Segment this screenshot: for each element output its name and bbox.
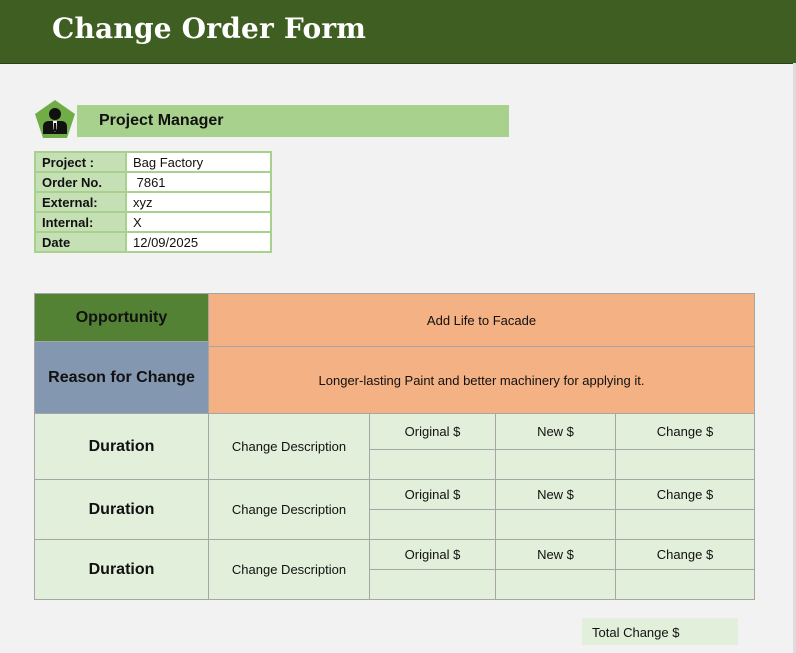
total-change-box[interactable]: Total Change $ bbox=[582, 618, 738, 645]
order-no-value[interactable]: 7861 bbox=[125, 171, 272, 193]
internal-value[interactable]: X bbox=[125, 211, 272, 233]
new-header-1: New $ bbox=[495, 413, 616, 450]
project-info-table: Project : Bag Factory Order No. 7861 Ext… bbox=[34, 151, 272, 253]
reason-value[interactable]: Longer-lasting Paint and better machiner… bbox=[208, 346, 755, 414]
duration-label-2: Duration bbox=[34, 479, 209, 540]
new-header-2: New $ bbox=[495, 479, 616, 510]
info-row-internal: Internal: X bbox=[34, 211, 272, 233]
info-row-date: Date 12/09/2025 bbox=[34, 231, 272, 253]
original-header-2: Original $ bbox=[369, 479, 496, 510]
total-change-label: Total Change $ bbox=[592, 625, 680, 640]
original-header-1: Original $ bbox=[369, 413, 496, 450]
change-value-2[interactable] bbox=[615, 509, 755, 540]
original-value-1[interactable] bbox=[369, 449, 496, 480]
original-value-2[interactable] bbox=[369, 509, 496, 540]
date-value[interactable]: 12/09/2025 bbox=[125, 231, 272, 253]
change-value-3[interactable] bbox=[615, 569, 755, 600]
order-no-label: Order No. bbox=[34, 171, 127, 193]
internal-label: Internal: bbox=[34, 211, 127, 233]
original-header-3: Original $ bbox=[369, 539, 496, 570]
new-value-3[interactable] bbox=[495, 569, 616, 600]
change-description-1[interactable]: Change Description bbox=[208, 413, 370, 480]
opportunity-label: Opportunity bbox=[34, 293, 209, 342]
info-row-order: Order No. 7861 bbox=[34, 171, 272, 193]
opportunity-value[interactable]: Add Life to Facade bbox=[208, 293, 755, 347]
external-value[interactable]: xyz bbox=[125, 191, 272, 213]
date-label: Date bbox=[34, 231, 127, 253]
project-manager-bar: Project Manager bbox=[77, 105, 509, 137]
info-row-external: External: xyz bbox=[34, 191, 272, 213]
info-row-project: Project : Bag Factory bbox=[34, 151, 272, 173]
new-header-3: New $ bbox=[495, 539, 616, 570]
reason-label: Reason for Change bbox=[34, 341, 209, 414]
change-description-2[interactable]: Change Description bbox=[208, 479, 370, 540]
person-tie-icon bbox=[35, 100, 75, 138]
original-value-3[interactable] bbox=[369, 569, 496, 600]
change-description-3[interactable]: Change Description bbox=[208, 539, 370, 600]
change-value-1[interactable] bbox=[615, 449, 755, 480]
change-order-grid: Opportunity Reason for Change Add Life t… bbox=[34, 293, 755, 600]
form-header: Change Order Form bbox=[0, 0, 796, 64]
duration-label-1: Duration bbox=[34, 413, 209, 480]
form-title: Change Order Form bbox=[52, 12, 367, 45]
external-label: External: bbox=[34, 191, 127, 213]
project-label: Project : bbox=[34, 151, 127, 173]
project-value[interactable]: Bag Factory bbox=[125, 151, 272, 173]
project-manager-label: Project Manager bbox=[99, 112, 224, 129]
new-value-2[interactable] bbox=[495, 509, 616, 540]
change-header-2: Change $ bbox=[615, 479, 755, 510]
new-value-1[interactable] bbox=[495, 449, 616, 480]
scrollbar-edge bbox=[793, 63, 796, 653]
change-header-3: Change $ bbox=[615, 539, 755, 570]
change-header-1: Change $ bbox=[615, 413, 755, 450]
duration-label-3: Duration bbox=[34, 539, 209, 600]
